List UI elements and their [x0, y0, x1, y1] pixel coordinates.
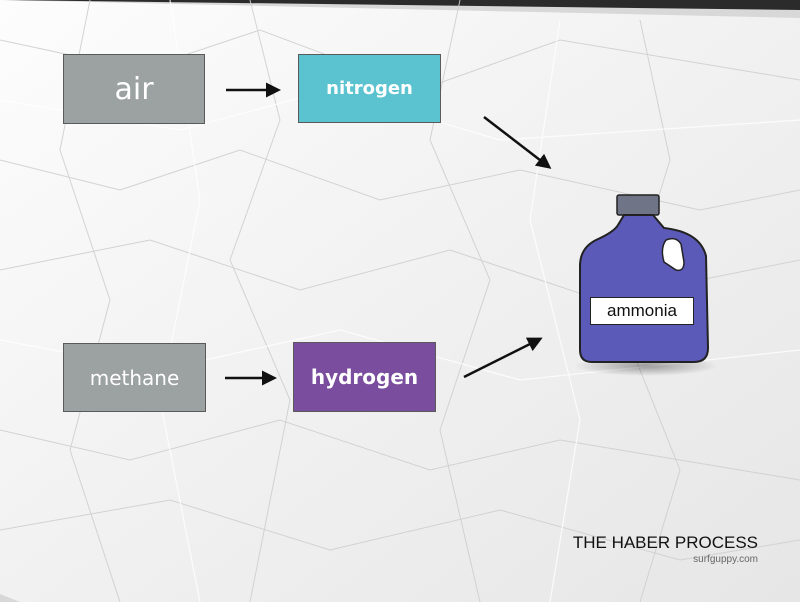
hydrogen-label: hydrogen: [310, 365, 419, 389]
methane-label: methane: [89, 365, 180, 390]
nitrogen-box: nitrogen: [298, 54, 441, 123]
methane-box: methane: [63, 343, 206, 412]
nitrogen-label: nitrogen: [326, 78, 413, 99]
hydrogen-box: hydrogen: [293, 342, 436, 412]
credit-text: surfguppy.com: [693, 554, 758, 565]
air-label: air: [114, 71, 154, 107]
air-box: air: [63, 54, 205, 124]
page-title: THE HABER PROCESS: [572, 533, 758, 552]
ammonia-label: ammonia: [590, 297, 694, 325]
arrow-hydrogen-to-ammonia: [463, 337, 543, 379]
arrow-nitrogen-to-ammonia: [483, 116, 552, 169]
